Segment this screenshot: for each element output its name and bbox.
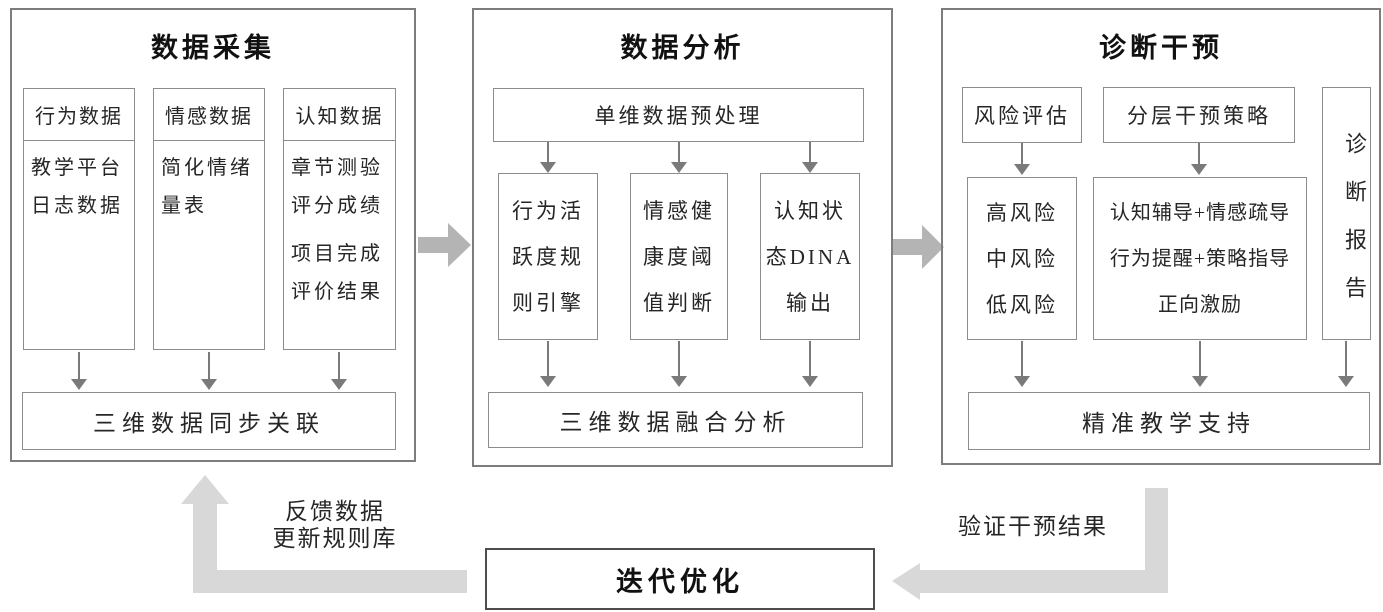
feedback-label: 反馈数据 更新规则库 bbox=[272, 499, 398, 551]
preprocess-box: 单维数据预处理 bbox=[493, 88, 864, 142]
down-arrow-icon bbox=[1338, 341, 1354, 387]
emotion-threshold-box: 情感健 康度阈 值判断 bbox=[630, 173, 728, 340]
down-arrow-icon bbox=[1191, 143, 1207, 175]
down-arrow-icon bbox=[1014, 341, 1030, 387]
down-arrow-icon bbox=[71, 352, 87, 390]
risk-assessment-label: 风险评估 bbox=[974, 104, 1070, 128]
panel-title-data-collection: 数据采集 bbox=[151, 33, 275, 63]
precise-teaching-label: 精准教学支持 bbox=[1082, 411, 1256, 436]
panel-diagnosis-intervention bbox=[941, 8, 1381, 465]
iterative-optimization-label: 迭代优化 bbox=[616, 566, 744, 597]
column-body-cognition: 章节测验 评分成绩 项目完成 评价结果 bbox=[291, 157, 383, 303]
strategy-header-label: 分层干预策略 bbox=[1127, 104, 1271, 128]
panel-data-analysis bbox=[472, 8, 893, 467]
column-header-behavior: 行为数据 bbox=[24, 89, 134, 141]
block-arrow-analysis-to-intervention-icon bbox=[893, 225, 944, 269]
column-body-emotion: 简化情绪 量表 bbox=[161, 157, 253, 217]
iterative-optimization-box: 迭代优化 bbox=[485, 548, 875, 610]
down-arrow-icon bbox=[1192, 341, 1208, 387]
fusion-analysis-label: 三维数据融合分析 bbox=[559, 410, 792, 435]
behavior-rule-engine-box: 行为活 跃度规 则引擎 bbox=[498, 173, 598, 340]
risk-assessment-box: 风险评估 bbox=[962, 87, 1082, 143]
verify-left-arrow-icon bbox=[892, 488, 1168, 600]
down-arrow-icon bbox=[1014, 143, 1030, 175]
down-arrow-icon bbox=[671, 341, 687, 387]
precise-teaching-box: 精准教学支持 bbox=[968, 392, 1370, 450]
column-emotion-data: 情感数据 简化情绪 量表 bbox=[153, 88, 265, 350]
down-arrow-icon bbox=[540, 142, 556, 173]
sync-association-box: 三维数据同步关联 bbox=[22, 392, 396, 450]
column-behavior-data: 行为数据 教学平台 日志数据 bbox=[23, 88, 135, 350]
feedback-up-arrow-icon bbox=[181, 475, 467, 593]
risk-levels-box: 高风险 中风险 低风险 bbox=[967, 177, 1077, 340]
strategies-box: 认知辅导+情感疏导 行为提醒+策略指导 正向激励 bbox=[1093, 177, 1307, 340]
column-header-emotion: 情感数据 bbox=[154, 89, 264, 141]
preprocess-label: 单维数据预处理 bbox=[594, 104, 763, 128]
column-cognition-data: 认知数据 章节测验 评分成绩 项目完成 评价结果 bbox=[283, 88, 396, 350]
verify-result-label: 验证干预结果 bbox=[958, 514, 1108, 539]
panel-data-collection bbox=[10, 8, 416, 462]
cognitive-dina-box: 认知状 态DINA 输出 bbox=[760, 173, 860, 340]
down-arrow-icon bbox=[671, 142, 687, 173]
panel-title-data-analysis: 数据分析 bbox=[620, 33, 745, 63]
column-header-cognition: 认知数据 bbox=[284, 89, 395, 141]
sync-association-label: 三维数据同步关联 bbox=[93, 411, 325, 436]
down-arrow-icon bbox=[802, 341, 818, 387]
down-arrow-icon bbox=[201, 352, 217, 390]
diagnosis-report-label: 诊断报告 bbox=[1342, 131, 1367, 324]
fusion-analysis-box: 三维数据融合分析 bbox=[488, 392, 863, 448]
diagnosis-report-box: 诊断报告 bbox=[1322, 87, 1371, 340]
strategy-header-box: 分层干预策略 bbox=[1103, 87, 1295, 143]
down-arrow-icon bbox=[802, 142, 818, 173]
down-arrow-icon bbox=[540, 341, 556, 387]
panel-title-diagnosis-intervention: 诊断干预 bbox=[1099, 33, 1223, 63]
block-arrow-collect-to-analysis-icon bbox=[418, 223, 471, 267]
down-arrow-icon bbox=[331, 352, 347, 390]
column-body-behavior: 教学平台 日志数据 bbox=[31, 157, 123, 217]
